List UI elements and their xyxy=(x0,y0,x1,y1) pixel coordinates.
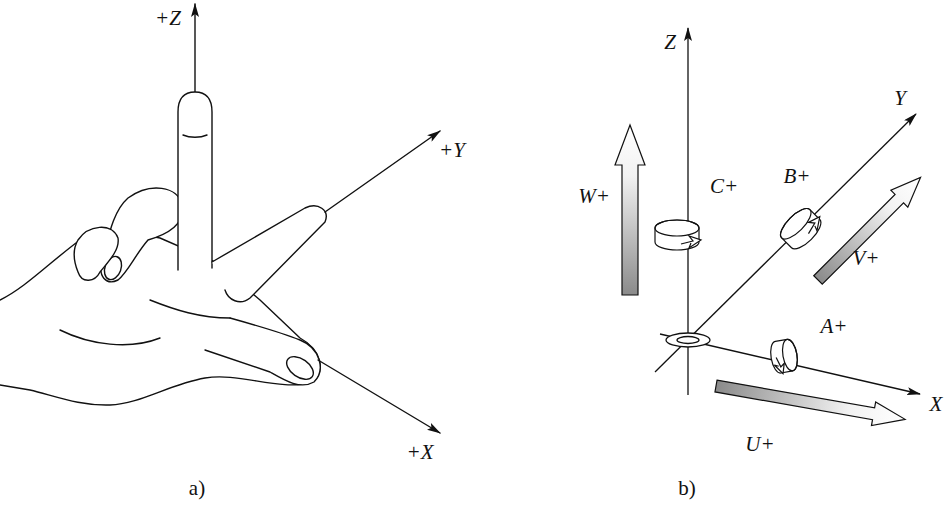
motion-label: U+ xyxy=(745,434,774,455)
linear-arrows xyxy=(615,125,929,431)
axis-label: +Z xyxy=(155,8,181,29)
y-axis xyxy=(325,131,440,212)
w-arrow xyxy=(615,125,645,295)
hand xyxy=(0,4,440,433)
axis-label: +Y xyxy=(439,140,465,161)
axis-label: Z xyxy=(664,32,676,53)
motion-label: C+ xyxy=(710,176,738,197)
subfigure-label: a) xyxy=(189,478,205,499)
x-axis xyxy=(318,360,440,433)
axis-label: +X xyxy=(407,442,434,463)
a-rotation xyxy=(768,338,799,375)
rotary-arrows xyxy=(655,203,827,376)
z-axis xyxy=(194,4,195,95)
c-rotation xyxy=(655,220,701,250)
u-arrow xyxy=(714,374,907,431)
axis-label: X xyxy=(930,394,943,415)
motion-label: W+ xyxy=(578,186,610,207)
x-axis xyxy=(660,334,920,394)
v-arrow xyxy=(810,169,930,289)
subfigure-label: b) xyxy=(678,478,696,499)
motion-label: A+ xyxy=(821,316,848,337)
y-axis xyxy=(655,114,916,372)
origin xyxy=(666,333,710,347)
axis-label: Y xyxy=(894,88,906,109)
motion-label: V+ xyxy=(853,248,880,269)
b-rotation xyxy=(776,203,827,254)
motion-label: B+ xyxy=(784,166,811,187)
